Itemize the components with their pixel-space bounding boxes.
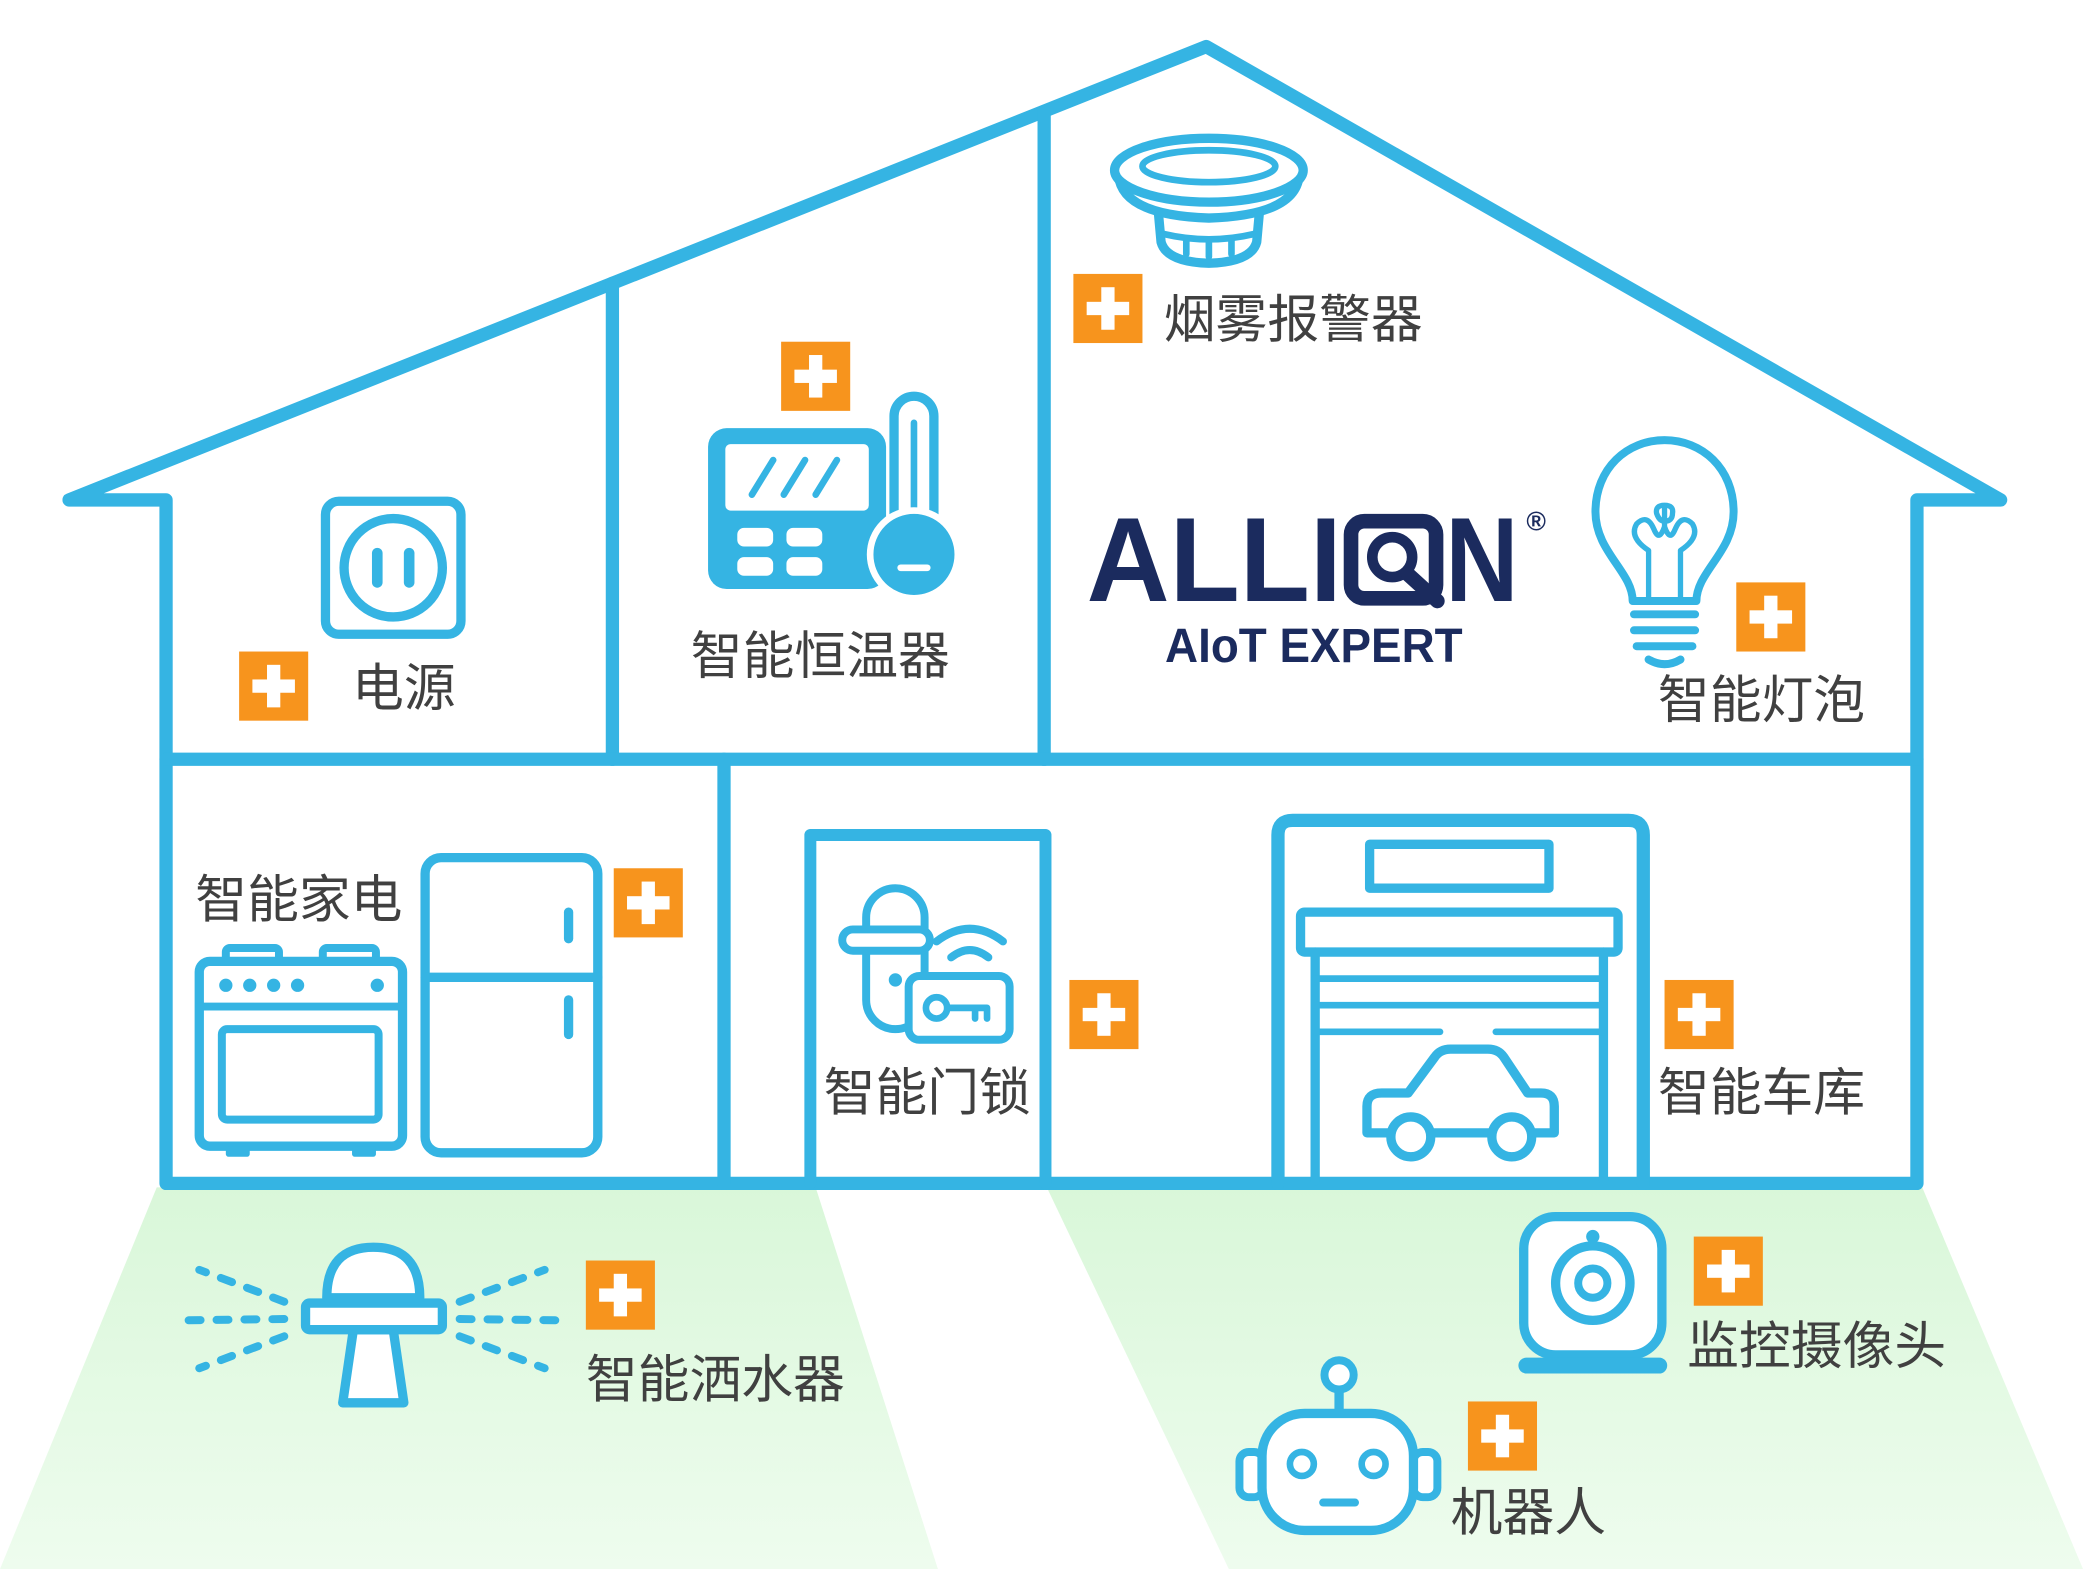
plus-icon[interactable] <box>627 881 670 925</box>
label-sprinkler: 智能洒水器 <box>586 1350 845 1410</box>
plus-icon[interactable] <box>1677 993 1721 1036</box>
garage-sign <box>1364 839 1554 893</box>
add-button-robot[interactable] <box>1467 1401 1538 1471</box>
logo-wordmark-right: N <box>1445 494 1518 627</box>
front-door-frame <box>804 829 1052 1190</box>
add-button-camera[interactable] <box>1693 1236 1763 1306</box>
label-appliances: 智能家电 <box>195 870 402 930</box>
plus-icon[interactable] <box>1086 287 1130 330</box>
door-handle <box>838 925 934 955</box>
thermometer-icon <box>866 391 962 602</box>
key-icon <box>922 993 991 1022</box>
garage-icon <box>1271 813 1650 1191</box>
add-button-smoke-alarm[interactable] <box>1073 273 1143 344</box>
add-button-door-lock[interactable] <box>1069 979 1139 1050</box>
label-light-bulb: 智能灯泡 <box>1658 671 1865 731</box>
thermostat-icon <box>708 391 962 602</box>
wifi-icon <box>932 924 1007 962</box>
light-bulb-icon <box>1591 436 1738 669</box>
smoke-detector-icon <box>1109 133 1308 268</box>
smart-door-lock-icon <box>838 884 1014 1044</box>
house-outline <box>62 39 2008 1191</box>
logo-wordmark-left: ALLI <box>1087 494 1342 627</box>
sprinkler-icon <box>179 1242 565 1408</box>
plus-icon[interactable] <box>599 1273 642 1317</box>
power-outlet-icon <box>320 496 466 639</box>
label-camera: 监控摄像头 <box>1687 1317 1946 1377</box>
magnifier-o-icon <box>1343 513 1445 609</box>
yard-ground <box>0 1187 2083 1569</box>
plus-icon[interactable] <box>1707 1249 1750 1293</box>
logo-registered-mark: ® <box>1526 507 1546 537</box>
add-button-thermostat[interactable] <box>781 341 851 411</box>
robot-head <box>1257 1408 1419 1536</box>
label-garage: 智能车库 <box>1658 1063 1865 1123</box>
home-appliances-icon <box>194 852 603 1158</box>
label-smoke-alarm: 烟雾报警器 <box>1164 291 1423 351</box>
allion-logo: ALLI N ® AIoT EXPERT <box>1087 494 1547 673</box>
add-button-appliances[interactable] <box>613 868 683 938</box>
add-button-garage[interactable] <box>1664 979 1734 1050</box>
logo-tagline: AIoT EXPERT <box>1165 620 1463 673</box>
label-power: 电源 <box>352 659 456 719</box>
camera-stand <box>1518 1357 1668 1374</box>
add-button-sprinkler[interactable] <box>585 1260 655 1330</box>
refrigerator-icon <box>420 852 603 1158</box>
add-button-light-bulb[interactable] <box>1736 582 1806 652</box>
house-roof-and-walls <box>62 39 2008 1191</box>
plus-icon[interactable] <box>1082 993 1126 1036</box>
label-thermostat: 智能恒温器 <box>691 627 950 687</box>
garage-shutter-top <box>1295 907 1623 957</box>
robot-antenna <box>1320 1356 1358 1394</box>
plus-icon[interactable] <box>1749 595 1793 639</box>
add-button-power[interactable] <box>239 651 309 721</box>
stove-icon <box>194 944 408 1157</box>
plus-icon[interactable] <box>1481 1414 1524 1458</box>
plus-icon[interactable] <box>794 355 837 398</box>
label-robot: 机器人 <box>1451 1483 1606 1543</box>
label-door-lock: 智能门锁 <box>824 1063 1031 1123</box>
security-camera-icon <box>1518 1211 1668 1374</box>
robot-icon <box>1235 1356 1442 1536</box>
car-icon <box>1362 1044 1559 1162</box>
plus-icon[interactable] <box>252 664 295 708</box>
oven-window <box>217 1025 383 1124</box>
